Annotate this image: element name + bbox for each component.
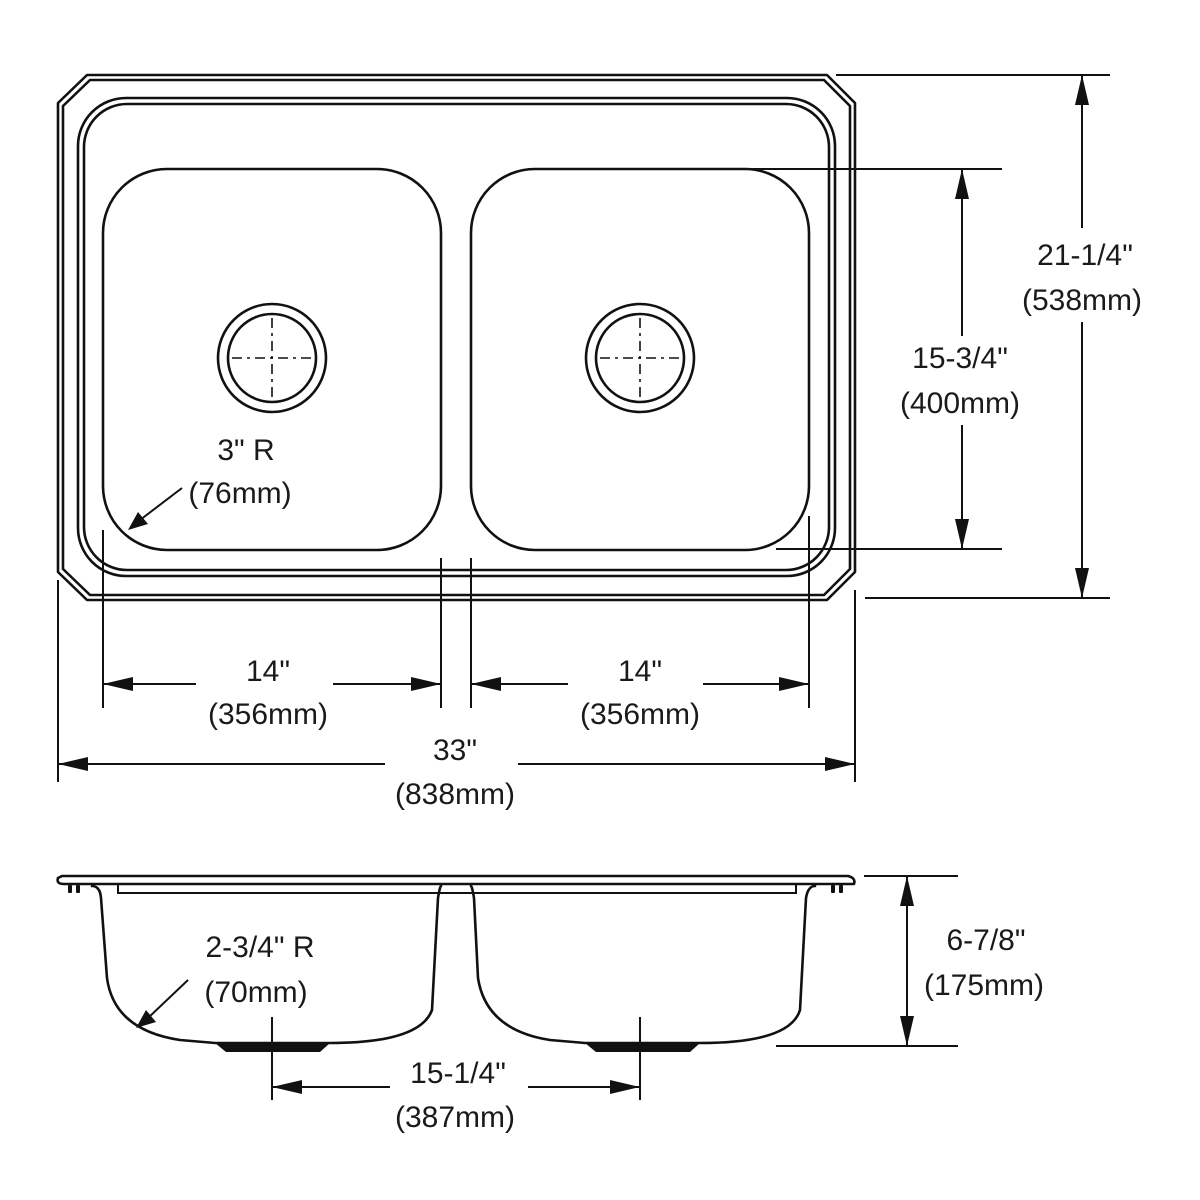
top-view: 3" R (76mm) 14" (356mm) bbox=[56, 73, 1142, 811]
left-bowl bbox=[101, 167, 443, 552]
sink-deck-lip-outer bbox=[76, 96, 837, 578]
overall-width-metric: (838mm) bbox=[395, 778, 515, 811]
corner-radius-leader bbox=[128, 487, 183, 530]
bowl-height-label: 6-7/8" bbox=[946, 924, 1025, 957]
left-bowl-width-dimension bbox=[103, 677, 441, 691]
right-bowl bbox=[469, 167, 811, 552]
section-view: 15-1/4" (387mm) 2-3/4" R (70mm) 6-7/8" (… bbox=[56, 874, 1044, 1134]
section-right-drain bbox=[585, 1043, 700, 1052]
overall-width-label: 33" bbox=[433, 734, 477, 767]
right-bowl-width-metric: (356mm) bbox=[580, 698, 700, 731]
bottom-radius-metric: (70mm) bbox=[204, 976, 307, 1009]
right-bowl-width-label: 14" bbox=[618, 655, 662, 688]
section-rim bbox=[56, 874, 856, 886]
right-bowl-width-dimension bbox=[471, 677, 809, 691]
corner-radius-metric: (76mm) bbox=[188, 477, 291, 510]
sink-deck-lip-inner bbox=[82, 102, 831, 572]
overall-depth-dimension bbox=[1075, 75, 1089, 598]
overall-depth-label: 21-1/4" bbox=[1037, 239, 1133, 272]
section-right-bowl bbox=[469, 884, 817, 1045]
bottom-radius-leader bbox=[136, 979, 189, 1028]
extension-lines bbox=[57, 74, 1110, 782]
mounting-clip-right-icon bbox=[831, 885, 843, 893]
sink-outer-rim bbox=[56, 73, 857, 602]
overall-width-dimension bbox=[58, 757, 855, 771]
drain-spacing-label: 15-1/4" bbox=[410, 1057, 506, 1090]
bowl-height-metric: (175mm) bbox=[924, 969, 1044, 1002]
left-bowl-width-metric: (356mm) bbox=[208, 698, 328, 731]
left-drain-icon bbox=[216, 302, 328, 414]
mounting-clip-left-icon bbox=[68, 885, 80, 893]
bottom-radius-label: 2-3/4" R bbox=[205, 931, 314, 964]
corner-radius-label: 3" R bbox=[217, 434, 274, 467]
bowl-height-dimension bbox=[776, 875, 958, 1047]
drain-spacing-metric: (387mm) bbox=[395, 1101, 515, 1134]
right-drain-icon bbox=[584, 302, 696, 414]
bowl-depth-dimension bbox=[955, 169, 969, 549]
overall-depth-metric: (538mm) bbox=[1022, 284, 1142, 317]
bowl-depth-metric: (400mm) bbox=[900, 387, 1020, 420]
left-bowl-width-label: 14" bbox=[246, 655, 290, 688]
bowl-depth-label: 15-3/4" bbox=[912, 342, 1008, 375]
drain-spacing-dimension bbox=[272, 1080, 640, 1094]
sink-outer-rim-inner bbox=[61, 78, 852, 597]
section-channel bbox=[117, 883, 797, 894]
